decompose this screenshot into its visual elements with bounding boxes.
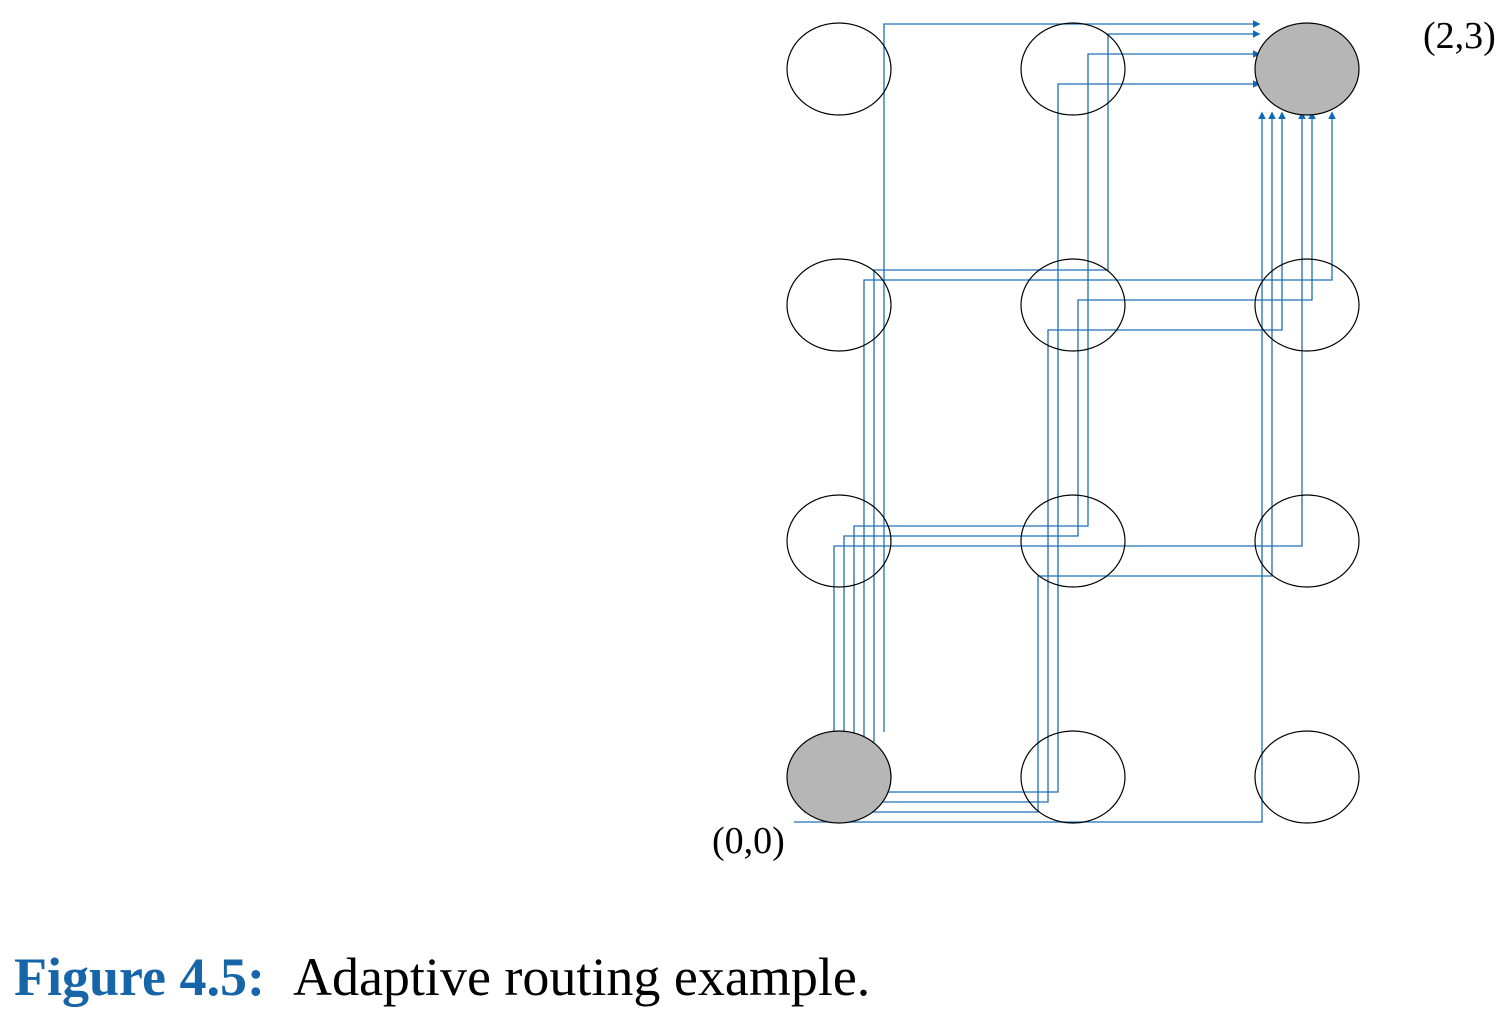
- router-node-0-2: [786, 258, 892, 352]
- route-path-9: [873, 30, 1261, 742]
- route-path-1: [794, 111, 1266, 823]
- route-path-8: [863, 111, 1336, 752]
- router-node-1-0: [1020, 730, 1126, 824]
- nodes-layer: [786, 22, 1360, 824]
- source-coordinate-label: (0,0): [712, 820, 785, 862]
- figure-caption: Figure 4.5: Adaptive routing example.: [14, 950, 870, 1004]
- figure-number: Figure 4.5:: [14, 947, 265, 1007]
- destination-coordinate-label: (2,3): [1423, 15, 1496, 57]
- figure-caption-text: Adaptive routing example.: [292, 947, 871, 1007]
- router-node-0-3: [786, 22, 892, 116]
- destination-node: [1254, 22, 1360, 116]
- route-path-2: [804, 111, 1276, 813]
- router-node-2-0: [1254, 730, 1360, 824]
- router-node-2-2: [1254, 258, 1360, 352]
- route-path-3: [814, 111, 1286, 803]
- routes-layer: [794, 20, 1336, 823]
- route-path-7: [853, 50, 1261, 762]
- route-path-10: [883, 20, 1261, 732]
- router-node-1-3: [1020, 22, 1126, 116]
- route-path-5: [833, 111, 1306, 782]
- router-node-0-1: [786, 494, 892, 588]
- router-node-1-1: [1020, 494, 1126, 588]
- route-path-4: [824, 80, 1261, 793]
- router-node-2-1: [1254, 494, 1360, 588]
- router-node-1-2: [1020, 258, 1126, 352]
- route-path-6: [843, 111, 1316, 772]
- source-node: [786, 730, 892, 824]
